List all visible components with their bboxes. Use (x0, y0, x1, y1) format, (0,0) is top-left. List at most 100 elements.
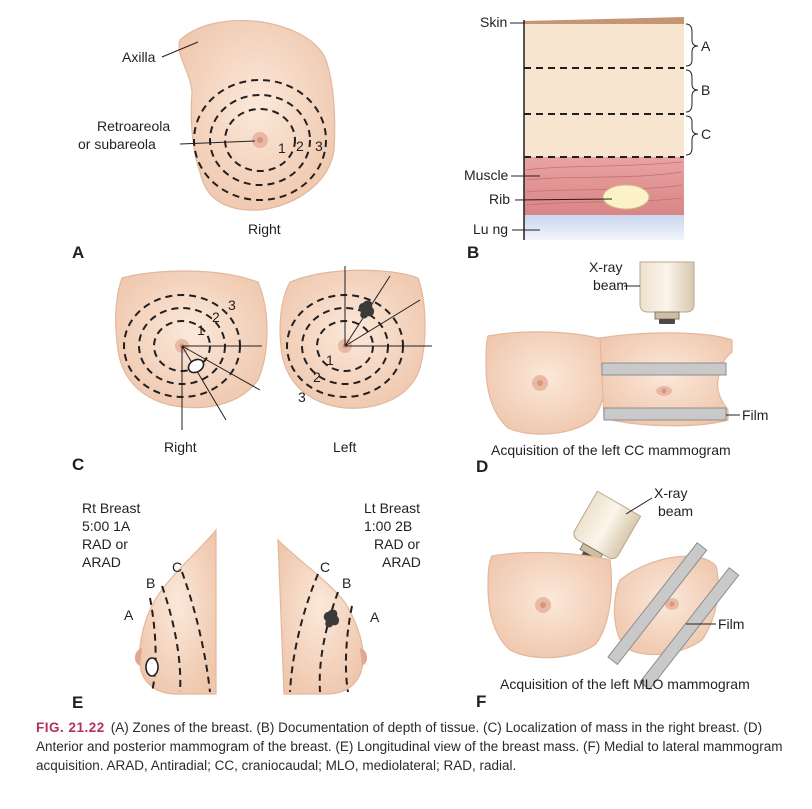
rib-leader (514, 198, 613, 201)
panel-f: X-ray beam Film Acquisition of the left … (476, 485, 750, 711)
panel-f-letter: F (476, 692, 486, 711)
breast-c-left (279, 269, 426, 409)
clock-line-r2 (181, 345, 261, 391)
film-label-f: Film (718, 616, 744, 632)
skin-label: Skin (480, 14, 507, 30)
breast-c-right (115, 270, 268, 409)
mass-c-right (187, 358, 205, 374)
xray-tube-neck-d (654, 311, 680, 320)
right-label-c: Right (164, 439, 197, 455)
panel-a: Axilla Retroareola or subareola 1 2 3 Ri… (72, 20, 336, 262)
xray-tube-tip-d (659, 319, 675, 324)
side-label-a: Right (248, 221, 281, 237)
brace-b (685, 69, 699, 113)
zone-a-label-e-left: A (370, 609, 380, 625)
rt-breast-line-1: Rt Breast (82, 500, 140, 516)
mass-e-left (323, 609, 340, 628)
panel-b: A B C Skin Muscle Rib Lu ng B (464, 14, 711, 262)
rib-shape (602, 184, 650, 210)
zone-b-label-e-left: B (342, 575, 351, 591)
lung-layer (524, 215, 684, 240)
zone-2-label-c-right: 2 (212, 309, 220, 325)
depth-a-label: A (701, 38, 711, 54)
figure-illustration: Axilla Retroareola or subareola 1 2 3 Ri… (72, 14, 768, 712)
xray-tube-f (573, 490, 642, 560)
mass-e-right (145, 657, 159, 677)
depth-line-b-e-left (318, 591, 339, 693)
compressed-nipple-d (661, 388, 667, 394)
depth-c-label: C (701, 126, 711, 142)
depth-line-a-e-left (344, 605, 353, 693)
muscle-fibers (525, 161, 683, 206)
compression-paddle-d (601, 362, 727, 376)
film-plate-d (603, 407, 727, 421)
muscle-label: Muscle (464, 167, 509, 183)
lt-breast-line-4: ARAD (382, 554, 421, 570)
xray-label-d-1: X-ray (589, 259, 622, 275)
zone-2-label-a: 2 (296, 138, 304, 154)
lt-breast-line-2: 1:00 2B (364, 518, 412, 534)
xray-leader-f (625, 497, 653, 515)
lt-breast-line-3: RAD or (374, 536, 420, 552)
zone-b-label-e-right: B (146, 575, 155, 591)
breast-a (178, 20, 336, 211)
panel-a-letter: A (72, 243, 84, 262)
retroareola-leader (179, 140, 256, 145)
panel-c: 1 2 3 Right 1 2 3 Left C (72, 266, 432, 474)
figure-number: FIG. 21.22 (36, 720, 105, 735)
xray-label-f-2: beam (658, 503, 693, 519)
caption-text: (A) Zones of the breast. (B) Documentati… (36, 720, 783, 773)
lt-breast-line-1: Lt Breast (364, 500, 420, 516)
skin-surface (524, 17, 684, 25)
left-label-c: Left (333, 439, 356, 455)
zone-3-label-a: 3 (315, 138, 323, 154)
panel-d-letter: D (476, 457, 488, 476)
panel-c-letter: C (72, 455, 84, 474)
retroareola-label-1: Retroareola (97, 118, 170, 134)
clock-line-r3 (181, 345, 227, 421)
rt-breast-line-2: 5:00 1A (82, 518, 131, 534)
compression-paddle-f (607, 542, 708, 666)
breast-d-left (599, 332, 733, 427)
zone-1-label-c-left: 1 (326, 352, 334, 368)
zone-c-label-e-right: C (172, 559, 182, 575)
zone-1-label-c-right: 1 (197, 322, 205, 338)
panel-d: X-ray beam Film Acquisition of the left … (476, 259, 768, 476)
xray-label-d-2: beam (593, 277, 628, 293)
xray-tube-d (639, 261, 695, 313)
breast-e-left-profile (277, 538, 364, 695)
nipple-f-left (669, 601, 675, 607)
film-plate-f (639, 567, 740, 691)
brace-c (685, 115, 699, 156)
zone-1-label-a: 1 (278, 140, 286, 156)
muscle-layer (524, 157, 684, 215)
brace-a (685, 23, 699, 67)
axilla-leader (161, 41, 199, 58)
breast-tissue-layer (524, 24, 684, 157)
xray-label-f-1: X-ray (654, 485, 687, 501)
retroareola-label-2: or subareola (78, 136, 156, 152)
panel-e: Rt Breast 5:00 1A RAD or ARAD A B C Lt B… (72, 500, 421, 712)
rib-label: Rib (489, 191, 510, 207)
depth-b-label: B (701, 82, 710, 98)
mass-c-left (358, 300, 375, 319)
rt-breast-line-4: ARAD (82, 554, 121, 570)
nipple-a (257, 137, 263, 143)
zone-3-label-c-left: 3 (298, 389, 306, 405)
zone-2-label-c-left: 2 (313, 369, 321, 385)
panel-e-letter: E (72, 693, 83, 712)
nipple-d-right (537, 380, 543, 386)
zone-3-ring-a (193, 79, 327, 201)
acquisition-mlo-label: Acquisition of the left MLO mammogram (500, 676, 750, 692)
depth-line-b-e-right (161, 585, 182, 693)
nipple-e-left (360, 648, 368, 666)
zone-3-label-c-right: 3 (228, 297, 236, 313)
lung-label: Lu ng (473, 221, 508, 237)
zone-2-ring-a (209, 94, 311, 186)
zone-1-ring-a (224, 108, 296, 172)
nipple-f-right (540, 602, 546, 608)
axilla-label: Axilla (122, 49, 156, 65)
nipple-e-right (134, 648, 142, 666)
zone-a-label-e-right: A (124, 607, 134, 623)
zone-c-label-e-left: C (320, 559, 330, 575)
